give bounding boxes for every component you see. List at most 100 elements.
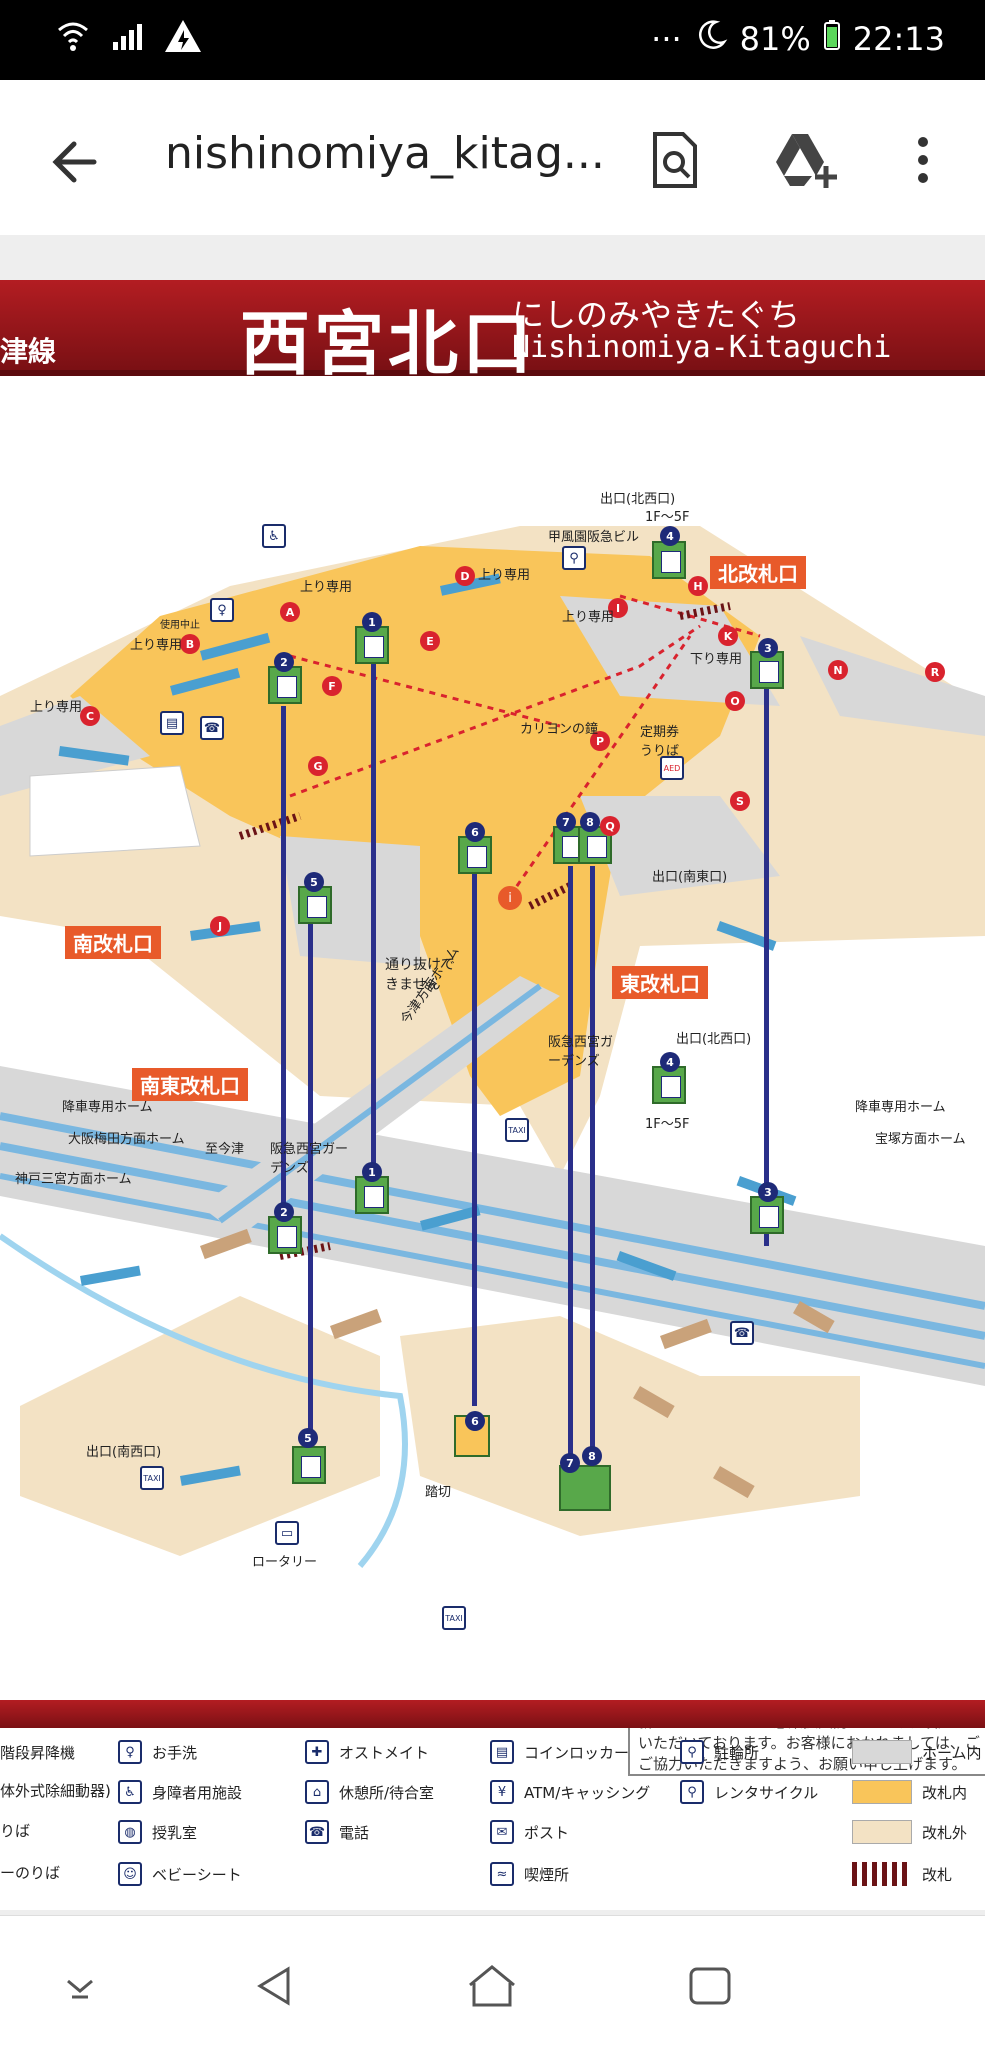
elevator-4-top [652, 541, 686, 579]
southeast-gate-label: 南東改札口 [132, 1068, 248, 1101]
legend-item: ♀お手洗 [118, 1740, 197, 1764]
elevator-shaft-7 [568, 866, 573, 1456]
navigation-bar [0, 1915, 985, 2048]
app-notification-icon [163, 18, 203, 58]
map-label: 至今津 [205, 1142, 245, 1157]
map-label: 上り専用 [562, 610, 615, 625]
elevator-shaft-6 [472, 866, 477, 1406]
exit-letter: G [308, 756, 328, 776]
map-label: 上り専用 [300, 580, 353, 595]
map-label: 降車専用ホーム [855, 1100, 946, 1115]
elevator-number: 6 [465, 1411, 485, 1431]
elevator-number: 4 [660, 1052, 680, 1072]
battery-percent: 81% [739, 20, 811, 58]
elevator-shaft-1 [371, 661, 376, 1206]
north-gate-label: 北改札口 [710, 556, 806, 589]
outside-gate-swatch [852, 1820, 912, 1844]
map-label: 出口(南東口) [652, 870, 728, 885]
elevator-1-bottom [355, 1176, 389, 1214]
elevator-number: 8 [580, 812, 600, 832]
elevator-number: 2 [274, 1202, 294, 1222]
exit-letter: E [420, 631, 440, 651]
station-banner: 津線 西宮北口 にしのみやきたぐち Nishinomiya-Kitaguchi [0, 280, 985, 385]
exit-letter: I [608, 598, 628, 618]
elevator-4-bottom [652, 1066, 686, 1104]
information-icon: i [498, 886, 522, 910]
map-label: カリヨンの鐘 [520, 722, 599, 737]
exit-letter: H [688, 576, 708, 596]
smoking-icon: ≈ [490, 1862, 514, 1886]
legend-item: ーのりば [0, 1864, 61, 1882]
exit-letter: R [925, 662, 945, 682]
aed-icon: AED [660, 756, 684, 780]
elevator-number: 3 [758, 638, 778, 658]
app-bar: nishinomiya_kitag... [0, 80, 985, 235]
back-arrow-icon[interactable] [48, 132, 108, 192]
exit-letter: K [718, 626, 738, 646]
clock: 22:13 [852, 20, 945, 58]
waiting-room-icon: ⌂ [305, 1780, 329, 1804]
more-vert-icon[interactable] [888, 125, 958, 195]
elevator-number: 2 [274, 652, 294, 672]
elevator-shaft-3 [764, 686, 769, 1246]
legend-item: ✚オストメイト [305, 1740, 429, 1764]
search-document-icon[interactable] [640, 125, 710, 195]
home-nav-icon[interactable] [462, 1956, 522, 2016]
map-drawing [0, 526, 985, 1568]
back-nav-icon[interactable] [245, 1956, 305, 2016]
map-label: 1F〜5F [645, 510, 690, 525]
toilet-icon: ♀ [210, 598, 234, 622]
legend-item: ≈喫煙所 [490, 1862, 569, 1886]
taxi-icon: TAXI [442, 1606, 466, 1630]
recents-nav-icon[interactable] [680, 1956, 740, 2016]
map-label: 通り抜けできません [385, 957, 455, 993]
elevator-6-top [458, 836, 492, 874]
wifi-icon [55, 18, 91, 58]
platform-swatch [852, 1740, 912, 1764]
phone-icon: ☎ [200, 716, 224, 740]
add-to-drive-icon[interactable] [770, 125, 840, 195]
legend-item: 体外式除細動器) [0, 1782, 111, 1800]
legend-item: ◍授乳室 [118, 1820, 197, 1844]
legend-item: ✉ポスト [490, 1820, 569, 1844]
elevator-number: 6 [465, 822, 485, 842]
taxi-icon: TAXI [505, 1118, 529, 1142]
station-map-page: 津線 西宮北口 にしのみやきたぐち Nishinomiya-Kitaguchi [0, 280, 985, 1910]
ostomate-icon: ✚ [305, 1740, 329, 1764]
elevator-shaft-5 [308, 906, 313, 1446]
exit-letter: Q [600, 816, 620, 836]
atm-icon: ¥ [490, 1780, 514, 1804]
east-gate-label: 東改札口 [612, 966, 708, 999]
baby-seat-icon: ☺ [118, 1862, 142, 1886]
map-label: 阪急西宮ガーデンズ [270, 1142, 349, 1176]
legend-item: 改札外 [852, 1820, 967, 1844]
station-name-kana: にしのみやきたぐち [512, 296, 801, 334]
legend-item: ▤コインロッカー [490, 1740, 629, 1764]
map-label: 降車専用ホーム [62, 1100, 153, 1115]
map-label: 使用中止 [160, 620, 200, 631]
map-label: 踏切 [425, 1485, 452, 1500]
elevator-number: 7 [560, 1453, 580, 1473]
elevator-number: 1 [362, 612, 382, 632]
map-legend: 階段昇降機 体外式除細動器) りば ーのりば ♀お手洗 ♿身障者用施設 ◍授乳室… [0, 1740, 985, 1900]
hide-keyboard-icon[interactable] [50, 1956, 110, 2016]
taxi-icon: TAXI [140, 1466, 164, 1490]
elevator-number: 5 [304, 872, 324, 892]
document-viewer[interactable]: 津線 西宮北口 にしのみやきたぐち Nishinomiya-Kitaguchi [0, 235, 985, 1915]
exit-letter: N [828, 660, 848, 680]
legend-item: 改札内 [852, 1780, 967, 1804]
elevator-5-top [298, 886, 332, 924]
map-label: 出口(北西口) [676, 1032, 752, 1047]
map-label: 阪急西宮ガーデンズ [548, 1035, 614, 1069]
map-label: 大阪梅田方面ホーム [68, 1132, 185, 1147]
elevator-number: 7 [556, 812, 576, 832]
legend-item: ☺ベビーシート [118, 1862, 242, 1886]
elevator-number: 3 [758, 1182, 778, 1202]
map-label: 出口(南西口) [86, 1445, 162, 1460]
map-label: 神戸三宮方面ホーム [15, 1172, 132, 1187]
legend-item: ♿身障者用施設 [118, 1780, 242, 1804]
elevator-3-bottom [750, 1196, 784, 1234]
toilet-icon: ♀ [118, 1740, 142, 1764]
phone-icon: ☎ [730, 1321, 754, 1345]
elevator-number: 5 [298, 1428, 318, 1448]
